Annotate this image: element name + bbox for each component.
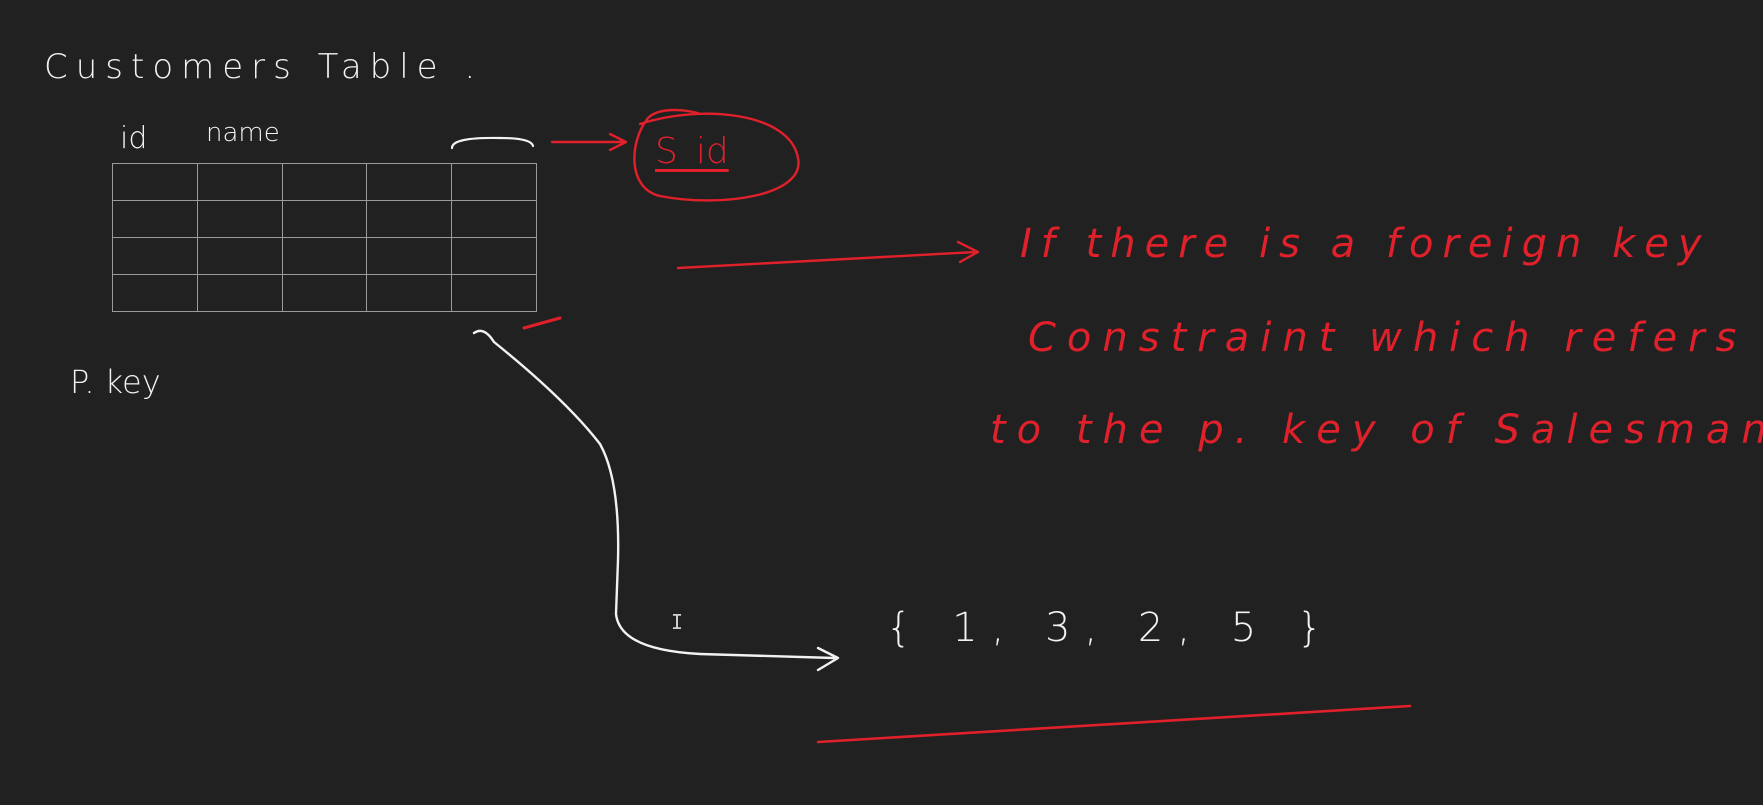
note-line-2: Constraint which refers bbox=[1028, 315, 1748, 361]
table-cell bbox=[112, 200, 198, 238]
red-underline-stroke bbox=[816, 704, 1412, 744]
arrow-right-icon bbox=[550, 132, 628, 152]
table-cell bbox=[366, 200, 453, 238]
note-arrow-icon bbox=[676, 240, 980, 270]
table-row bbox=[112, 237, 537, 275]
circle-annotation-stroke bbox=[633, 108, 800, 202]
column-header-id: id bbox=[120, 121, 148, 156]
table-row bbox=[112, 274, 537, 312]
text-cursor-icon: I bbox=[671, 610, 684, 634]
column-bracket-stroke bbox=[450, 136, 535, 150]
table-cell bbox=[196, 274, 283, 312]
column-header-name: name bbox=[206, 118, 280, 148]
primary-key-label: P. key bbox=[70, 363, 161, 401]
table-cell bbox=[451, 163, 537, 201]
table-title: Customers Table . bbox=[44, 47, 484, 87]
foreign-key-ref-label: S_id bbox=[655, 131, 729, 172]
table-cell bbox=[451, 200, 537, 238]
table-cell bbox=[281, 274, 368, 312]
table-cell bbox=[366, 237, 453, 275]
value-set: { 1, 3, 2, 5 } bbox=[886, 605, 1337, 651]
table-row bbox=[112, 200, 537, 238]
table-cell bbox=[196, 237, 283, 275]
table-cell bbox=[196, 200, 283, 238]
table-cell bbox=[451, 237, 537, 275]
table-cell bbox=[451, 274, 537, 312]
customers-table-grid bbox=[112, 163, 537, 312]
curved-arrow-icon bbox=[472, 329, 840, 672]
table-cell bbox=[112, 163, 198, 201]
table-cell bbox=[112, 237, 198, 275]
table-cell bbox=[281, 237, 368, 275]
note-line-3: to the p. key of Salesman bbox=[990, 407, 1763, 453]
note-line-1: If there is a foreign key bbox=[1020, 221, 1711, 267]
red-dash-stroke bbox=[522, 316, 562, 330]
